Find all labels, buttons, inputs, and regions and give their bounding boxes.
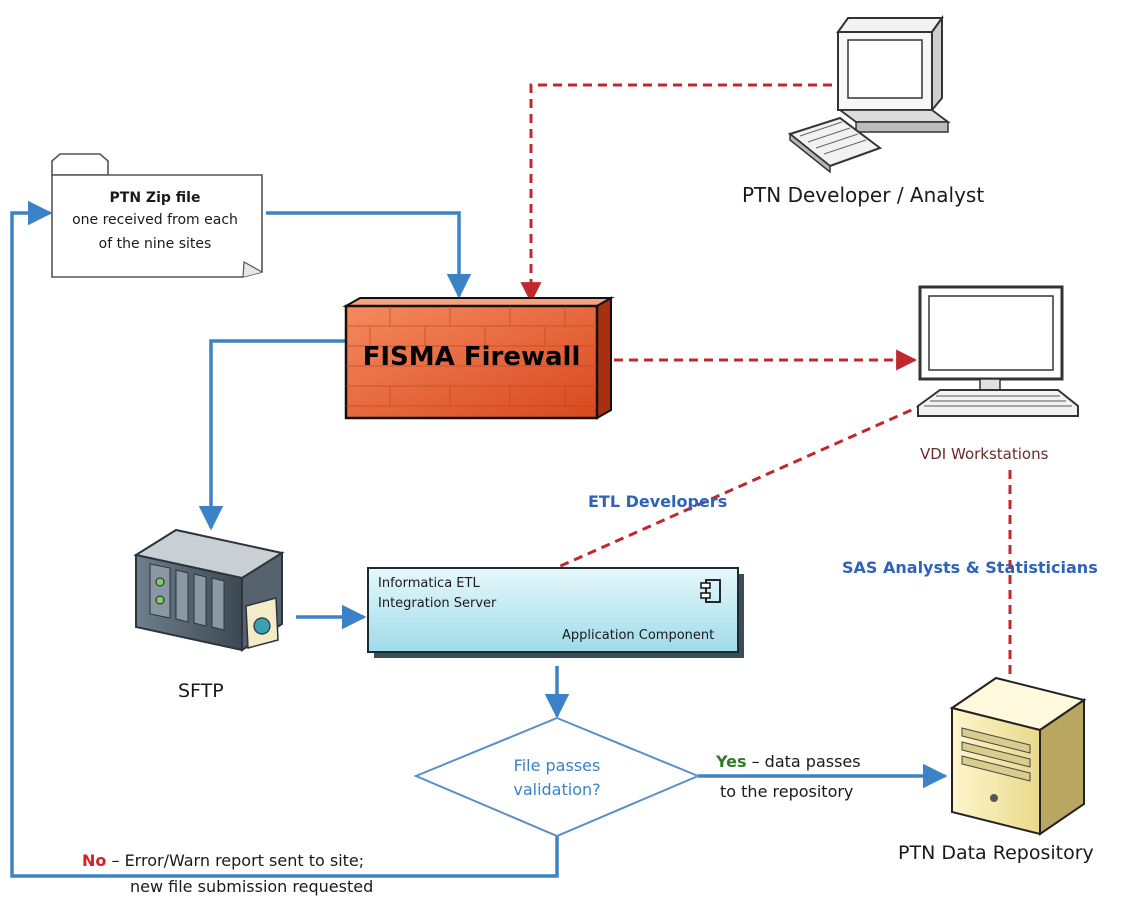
- decision-line1: File passes: [513, 756, 601, 775]
- yes-text-line1: – data passes: [746, 752, 861, 771]
- sftp-label: SFTP: [178, 680, 224, 702]
- no-text-line2: new file submission requested: [130, 877, 374, 896]
- no-keyword: No: [82, 851, 107, 870]
- sas-analysts-label: SAS Analysts & Statisticians: [842, 558, 1098, 577]
- yes-text-line2: to the repository: [720, 782, 854, 801]
- no-text-line1: – Error/Warn report sent to site;: [106, 851, 365, 870]
- zip-file-desc-line2: of the nine sites: [98, 236, 212, 252]
- zip-file-desc-line1: one received from each: [72, 212, 238, 228]
- etl-developers-label: ETL Developers: [588, 492, 728, 511]
- developer-label: PTN Developer / Analyst: [742, 183, 985, 207]
- vdi-label: VDI Workstations: [920, 445, 1049, 463]
- flow-zip-to-firewall: [266, 211, 472, 299]
- decision-line2: validation?: [513, 780, 601, 799]
- zip-file-folder: [51, 153, 263, 278]
- flow-no-to-zipfile: [10, 200, 559, 878]
- yes-path-label: Yes – data passes: [716, 752, 861, 771]
- informatica-name-line1: Informatica ETL: [378, 576, 480, 591]
- yes-keyword: Yes: [716, 752, 747, 771]
- link-vdi-to-informatica: [555, 402, 926, 570]
- developer-computer-icon: [787, 14, 951, 174]
- repository-server-icon: [949, 676, 1087, 836]
- flow-firewall-to-sftp: [198, 339, 346, 531]
- sftp-server-icon: [133, 528, 285, 652]
- component-icon: [700, 579, 721, 603]
- firewall-label: FISMA Firewall: [362, 342, 581, 372]
- validation-decision-diamond: [413, 716, 701, 838]
- informatica-component-box: [367, 567, 744, 658]
- informatica-name-line2: Integration Server: [378, 596, 497, 611]
- no-path-label: No – Error/Warn report sent to site;: [82, 851, 364, 870]
- component-type-label: Application Component: [562, 628, 715, 643]
- link-developer-to-firewall: [520, 83, 832, 304]
- zip-file-title: PTN Zip file: [109, 190, 201, 206]
- vdi-monitor-icon: [917, 285, 1079, 417]
- repository-label: PTN Data Repository: [898, 842, 1094, 864]
- firewall-icon: [342, 296, 615, 420]
